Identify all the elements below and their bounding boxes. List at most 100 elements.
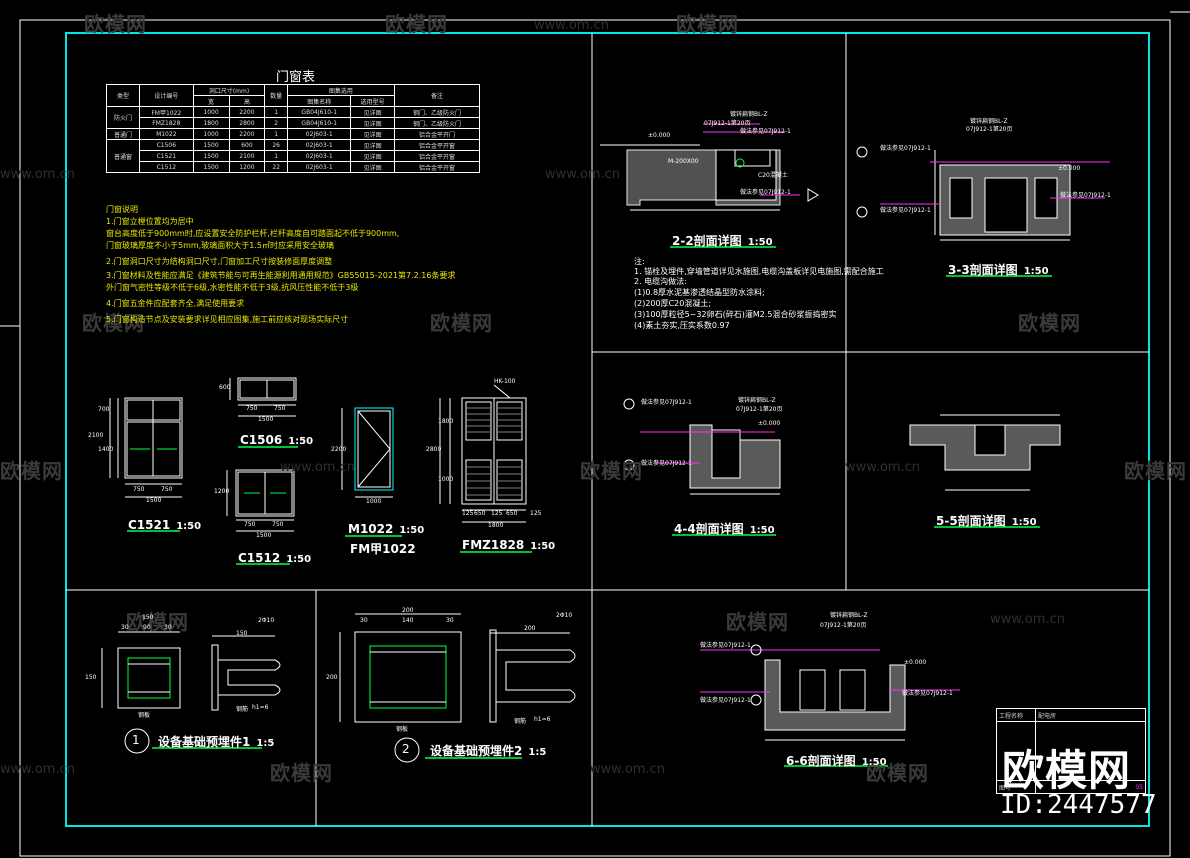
dim-label: 750	[272, 521, 284, 528]
ref-label: 07J912-1第20页	[820, 622, 867, 629]
ref-label: 做法参见07J912-1	[700, 697, 751, 704]
dim-label: 2100	[88, 432, 104, 439]
watermark-brand: 欧模网	[726, 610, 789, 634]
project-value: 配电房	[1035, 708, 1146, 722]
rail-label: 镀锌扁钢BL-Z	[738, 397, 776, 404]
embed-bar-label: 钢筋	[514, 718, 527, 725]
embed-number: 2	[402, 742, 410, 756]
dim-label: 1500	[258, 416, 274, 423]
table-header: 设计编号	[138, 84, 194, 107]
door-window-note: 2.门窗洞口尺寸为结构洞口尺寸,门窗加工尺寸按装修面厚度调整	[106, 257, 333, 266]
table-header: 备注	[393, 84, 481, 107]
table-header: 图集选用	[286, 84, 395, 96]
door-window-note: 门窗玻璃厚度不小于5mm,玻璃面积大于1.5㎡时应采用安全玻璃	[106, 241, 334, 250]
panel-grid	[66, 33, 1149, 826]
dim-label: 1500	[256, 532, 272, 539]
dim-label: 1200	[214, 488, 230, 495]
dim-label: 200	[402, 607, 414, 614]
table-subheader: 图集名称	[286, 95, 352, 107]
ref-label: 做法参见07J912-1	[880, 207, 931, 214]
dim-label: 600	[219, 384, 231, 391]
project-label: 工程名称	[996, 708, 1036, 722]
door-window-table-title: 门窗表	[276, 70, 316, 85]
ref-label: 07J912-1第20页	[966, 126, 1013, 133]
dim-label: 1800	[438, 418, 454, 425]
rail-label: 镀锌扁钢BL-Z	[970, 118, 1008, 125]
dim-label: 30	[164, 624, 172, 631]
embed-2-drawing	[339, 613, 576, 763]
watermark-brand: 欧模网	[676, 12, 739, 36]
dim-label: 650	[506, 510, 518, 517]
door-window-note: 外门窗气密性等级不低于6级,水密性能不低于3级,抗风压性能不低于3级	[106, 283, 359, 292]
outer-border	[19, 19, 1171, 857]
dim-label: 125	[491, 510, 503, 517]
dim-label: 150	[142, 614, 154, 621]
dim-label: 750	[161, 486, 173, 493]
rail-label: 镀锌扁钢BL-Z	[830, 612, 868, 619]
dim-label: 750	[274, 405, 286, 412]
dim-label: 140	[402, 617, 414, 624]
table-subheader: 选用型号	[350, 95, 395, 107]
section-6-6-drawing	[700, 644, 960, 741]
section-note: 1. 锚栓及埋件,穿墙管道详见水施图,电缆沟盖板详见电施图,需配合施工	[634, 267, 884, 276]
logo-id: ID:2447577	[1000, 790, 1157, 820]
ref-label: 做法参见07J912-1	[902, 690, 953, 697]
door-window-note: 3.门窗材料及性能应满足《建筑节能与可再生能源利用通用规范》GB55015-20…	[106, 271, 456, 280]
embed-plate-label: 钢板	[396, 726, 409, 733]
dim-label: 1800	[488, 522, 504, 529]
watermark-url: www.om.cn	[280, 460, 355, 475]
title-block: 工程名称 配电房 图号 05	[996, 708, 1146, 794]
elevation-mark: ±0.000	[1058, 165, 1081, 172]
watermark-brand: 欧模网	[84, 12, 147, 36]
watermark-url: www.om.cn	[845, 460, 920, 475]
section-note: (2)200厚C20混凝土;	[634, 299, 712, 308]
ref-label: 07J912-1第20页	[704, 120, 751, 127]
ref-label: 做法参见07J912-1	[641, 460, 692, 467]
embed-bar-label: 钢筋	[236, 706, 249, 713]
dim-label: 200	[524, 625, 536, 632]
section-note: 2. 电缆沟做法:	[634, 277, 687, 286]
door-window-note: 窗台高度低于900mm时,应设置安全防护栏杆,栏杆高度自可踏面起不低于900mm…	[106, 229, 400, 238]
section-notes-heading: 注:	[634, 257, 645, 266]
sheet-number: 05	[1035, 780, 1146, 794]
rail-label: 镀锌扁钢BL-Z	[730, 111, 768, 118]
dim-label: 750	[244, 521, 256, 528]
dim-label: 750	[133, 486, 145, 493]
table-header: 数量	[264, 84, 288, 107]
watermark-url: www.om.cn	[990, 612, 1065, 627]
dim-label: 2Φ10	[258, 617, 275, 624]
section-note: (3)100厚粒径5~32卵石(碎石)灌M2.5混合砂浆振捣密实	[634, 310, 837, 319]
watermark-brand: 欧模网	[270, 761, 333, 785]
watermark-url: www.om.cn	[590, 762, 665, 777]
door-window-notes-heading: 门窗说明	[106, 205, 138, 214]
dim-label: 650	[474, 510, 486, 517]
watermark-url: www.om.cn	[0, 167, 75, 182]
elevation-c1521	[109, 397, 183, 498]
ref-label: 做法参见07J912-1	[740, 189, 791, 196]
door-window-note: 1.门窗立樘位置均为居中	[106, 217, 194, 226]
section-2-2-drawing	[600, 123, 819, 211]
section-note: (1)0.8厚水泥基渗透结晶型防水涂料;	[634, 288, 765, 297]
ref-label: 做法参见07J912-1	[740, 128, 791, 135]
dim-label: HK-100	[494, 378, 516, 385]
dim-label: 1000	[366, 498, 382, 505]
watermark-brand: 欧模网	[1018, 311, 1081, 335]
dim-label: 2Φ10	[556, 612, 573, 619]
dim-label: 150	[236, 630, 248, 637]
dim-label: 30	[360, 617, 368, 624]
dim-label: 1400	[98, 446, 114, 453]
